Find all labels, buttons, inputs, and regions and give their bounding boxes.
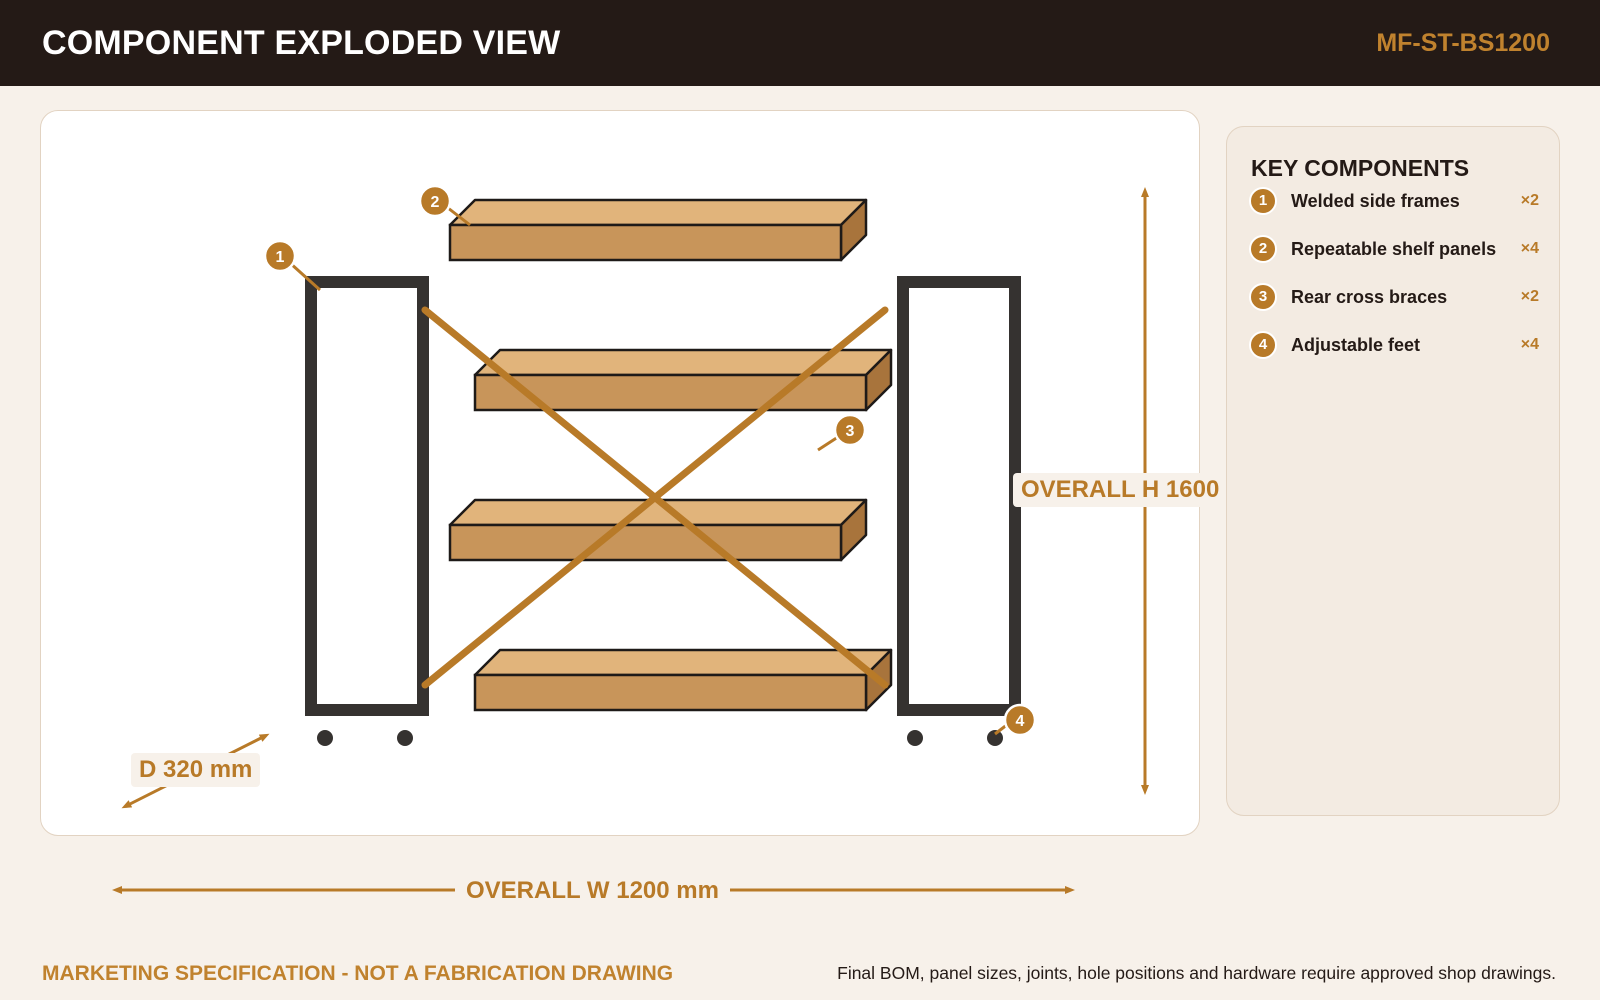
callout-1: 1 bbox=[263, 239, 297, 273]
callout-4: 4 bbox=[1003, 703, 1037, 737]
callout-number: 3 bbox=[846, 423, 855, 440]
product-code: MF-ST-BS1200 bbox=[1376, 29, 1550, 57]
legend-number-badge: 4 bbox=[1249, 331, 1277, 359]
footer-disclaimer: MARKETING SPECIFICATION - NOT A FABRICAT… bbox=[42, 962, 674, 985]
page-title: COMPONENT EXPLODED VIEW bbox=[42, 24, 561, 62]
callout-number: 4 bbox=[1016, 713, 1025, 730]
key-components-panel: KEY COMPONENTS 1 Welded side frames ×2 2… bbox=[1226, 126, 1560, 816]
callout-leader bbox=[817, 435, 839, 452]
header-bar: COMPONENT EXPLODED VIEW MF-ST-BS1200 bbox=[0, 0, 1600, 86]
depth-dimension-label: D 320 mm bbox=[131, 753, 261, 787]
legend-label: Rear cross braces bbox=[1291, 287, 1448, 307]
adjustable-foot bbox=[317, 730, 333, 746]
callout-3: 3 bbox=[833, 413, 867, 447]
footer-note: Final BOM, panel sizes, joints, hole pos… bbox=[837, 963, 1556, 983]
legend-number-badge: 2 bbox=[1249, 235, 1277, 263]
legend-quantity: ×4 bbox=[1520, 336, 1539, 353]
callout-leader bbox=[447, 206, 471, 227]
shelf-panel bbox=[448, 498, 868, 562]
legend-quantity: ×2 bbox=[1520, 192, 1539, 209]
adjustable-foot bbox=[987, 730, 1003, 746]
callout-number: 1 bbox=[276, 249, 285, 266]
legend-number-badge: 3 bbox=[1249, 283, 1277, 311]
legend-item: 4 Adjustable feet ×4 bbox=[1249, 331, 1539, 363]
right-side-frame bbox=[897, 276, 1021, 716]
width-dimension-label: OVERALL W 1200 mm bbox=[466, 877, 719, 904]
legend-label: Repeatable shelf panels bbox=[1291, 239, 1497, 259]
callout-number: 2 bbox=[431, 194, 440, 211]
legend-number-badge: 1 bbox=[1249, 187, 1277, 215]
legend-item: 1 Welded side frames ×2 bbox=[1249, 187, 1539, 219]
shelf-panel bbox=[448, 198, 868, 262]
legend-quantity: ×2 bbox=[1520, 288, 1539, 305]
legend-label: Adjustable feet bbox=[1291, 335, 1421, 355]
legend-quantity: ×4 bbox=[1520, 240, 1539, 257]
adjustable-foot bbox=[397, 730, 413, 746]
left-side-frame bbox=[305, 276, 429, 716]
panel-title: KEY COMPONENTS bbox=[1251, 155, 1470, 181]
callout-2: 2 bbox=[418, 184, 452, 218]
legend-item: 3 Rear cross braces ×2 bbox=[1249, 283, 1539, 315]
shelf-panel bbox=[473, 648, 893, 712]
rear-cross-brace bbox=[421, 306, 889, 689]
callout-leader bbox=[288, 261, 322, 292]
legend-label: Welded side frames bbox=[1291, 191, 1460, 211]
adjustable-foot bbox=[907, 730, 923, 746]
legend-item: 2 Repeatable shelf panels ×4 bbox=[1249, 235, 1539, 267]
